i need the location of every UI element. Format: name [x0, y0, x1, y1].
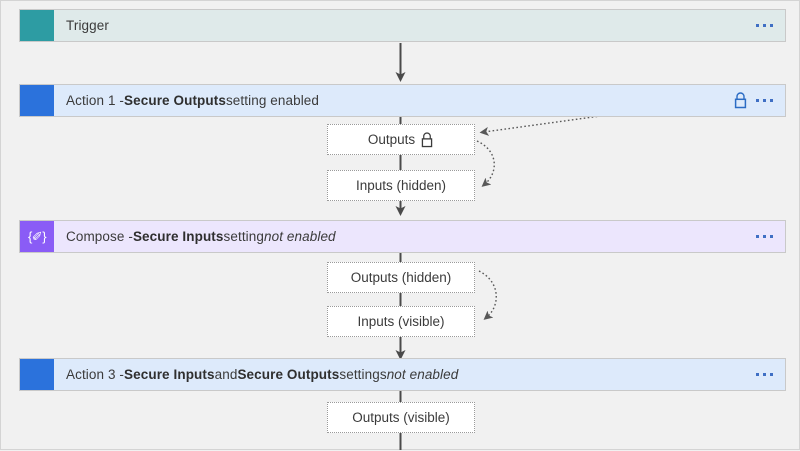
trigger-icon — [20, 10, 54, 41]
detail-box-compose-outputs: Outputs (hidden) — [327, 262, 475, 293]
ellipsis-menu-icon[interactable] — [756, 99, 773, 102]
compose-label-bold: Secure Inputs — [132, 229, 224, 244]
workflow-row-action-1[interactable]: Action 1 - Secure Outputs setting enable… — [19, 84, 786, 117]
lock-icon — [420, 131, 434, 148]
curved-dotted-arrow-icon — [476, 140, 495, 187]
ellipsis-menu-icon[interactable] — [756, 373, 773, 376]
action-3-row-label: Action 3 - Secure Inputs and Secure Outp… — [54, 359, 756, 390]
action-1-label-prefix: Action 1 - — [66, 93, 125, 108]
ellipsis-menu-icon[interactable] — [756, 24, 773, 27]
action-3-row-actions — [756, 359, 785, 390]
detail-box-label: Outputs (visible) — [352, 410, 450, 425]
action-icon — [20, 85, 54, 116]
action-1-row-actions — [733, 85, 785, 116]
ellipsis-menu-icon[interactable] — [756, 235, 773, 238]
workflow-row-compose[interactable]: {✐} Compose - Secure Inputs setting not … — [19, 220, 786, 253]
detail-box-label: Outputs (hidden) — [350, 270, 452, 285]
action-3-label-mid-2: settings — [339, 367, 387, 382]
detail-box-action3-outputs: Outputs (visible) — [327, 402, 475, 433]
action-1-row-label: Action 1 - Secure Outputs setting enable… — [54, 85, 733, 116]
compose-label-italic: not enabled — [264, 229, 336, 244]
compose-row-label: Compose - Secure Inputs setting not enab… — [54, 221, 756, 252]
trigger-row-actions — [756, 10, 785, 41]
curved-dotted-arrow-icon — [478, 270, 497, 320]
trigger-label-text: Trigger — [66, 18, 109, 33]
compose-label-mid: setting — [223, 229, 264, 244]
compose-row-actions — [756, 221, 785, 252]
action-1-label-bold: Secure Outputs — [124, 93, 226, 108]
trigger-row-label: Trigger — [54, 10, 756, 41]
detail-box-action1-inputs: Inputs (hidden) — [327, 170, 475, 201]
compose-icon-glyph: {✐} — [27, 229, 47, 244]
action-1-label-suffix: setting enabled — [225, 93, 320, 108]
detail-box-label: Outputs — [367, 132, 416, 147]
action-3-label-prefix: Action 3 - — [66, 367, 125, 382]
detail-box-compose-inputs: Inputs (visible) — [327, 306, 475, 337]
workflow-row-action-3[interactable]: Action 3 - Secure Inputs and Secure Outp… — [19, 358, 786, 391]
action-3-label-mid: and — [214, 367, 238, 382]
action-3-label-bold-2: Secure Outputs — [237, 367, 340, 382]
compose-icon: {✐} — [20, 221, 54, 252]
detail-box-action1-outputs: Outputs — [327, 124, 475, 155]
lock-icon — [733, 92, 748, 109]
action-3-label-bold-1: Secure Inputs — [124, 367, 215, 382]
action-icon — [20, 359, 54, 390]
workflow-row-trigger[interactable]: Trigger — [19, 9, 786, 42]
compose-label-prefix: Compose - — [66, 229, 133, 244]
detail-box-label: Inputs (visible) — [357, 314, 445, 329]
action-3-label-italic: not enabled — [386, 367, 459, 382]
detail-box-label: Inputs (hidden) — [355, 178, 447, 193]
